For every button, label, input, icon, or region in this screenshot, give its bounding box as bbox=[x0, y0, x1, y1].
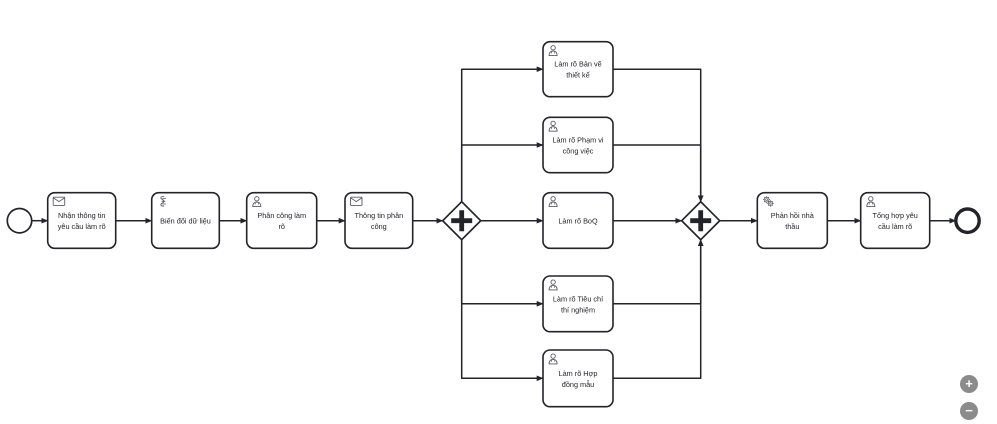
gateway-parallel-fork[interactable] bbox=[441, 200, 482, 241]
task-lam-ro-boq-label: Làm rõ BoQ bbox=[558, 217, 598, 226]
task-lam-ro-boq[interactable]: Làm rõ BoQ bbox=[542, 191, 614, 250]
task-bien-doi-du-lieu[interactable]: Biến đổi dữ liệu bbox=[150, 191, 221, 250]
task-bien-doi-du-lieu-label: Biến đổi dữ liệu bbox=[160, 217, 211, 226]
zoom-in-button[interactable]: + bbox=[960, 375, 978, 393]
flow-tieu-chi-to-join[interactable] bbox=[613, 239, 704, 305]
zoom-out-button[interactable]: − bbox=[960, 402, 978, 420]
flow-hop-dong-to-join[interactable] bbox=[613, 239, 704, 380]
flow-fork-to-pham-vi[interactable] bbox=[460, 142, 544, 203]
gateway-parallel-join[interactable] bbox=[680, 200, 721, 241]
start-event[interactable] bbox=[6, 207, 33, 234]
flow-fork-to-hop-dong[interactable] bbox=[460, 239, 544, 382]
plus-icon: + bbox=[965, 376, 973, 391]
minus-icon: − bbox=[965, 403, 973, 418]
end-event[interactable] bbox=[954, 207, 981, 235]
flow-fork-to-ban-ve[interactable] bbox=[460, 66, 544, 203]
flow-ban-ve-to-join[interactable] bbox=[613, 68, 704, 203]
flow-pham-vi-to-join[interactable] bbox=[613, 144, 704, 203]
flow-fork-to-tieu-chi[interactable] bbox=[460, 239, 544, 307]
